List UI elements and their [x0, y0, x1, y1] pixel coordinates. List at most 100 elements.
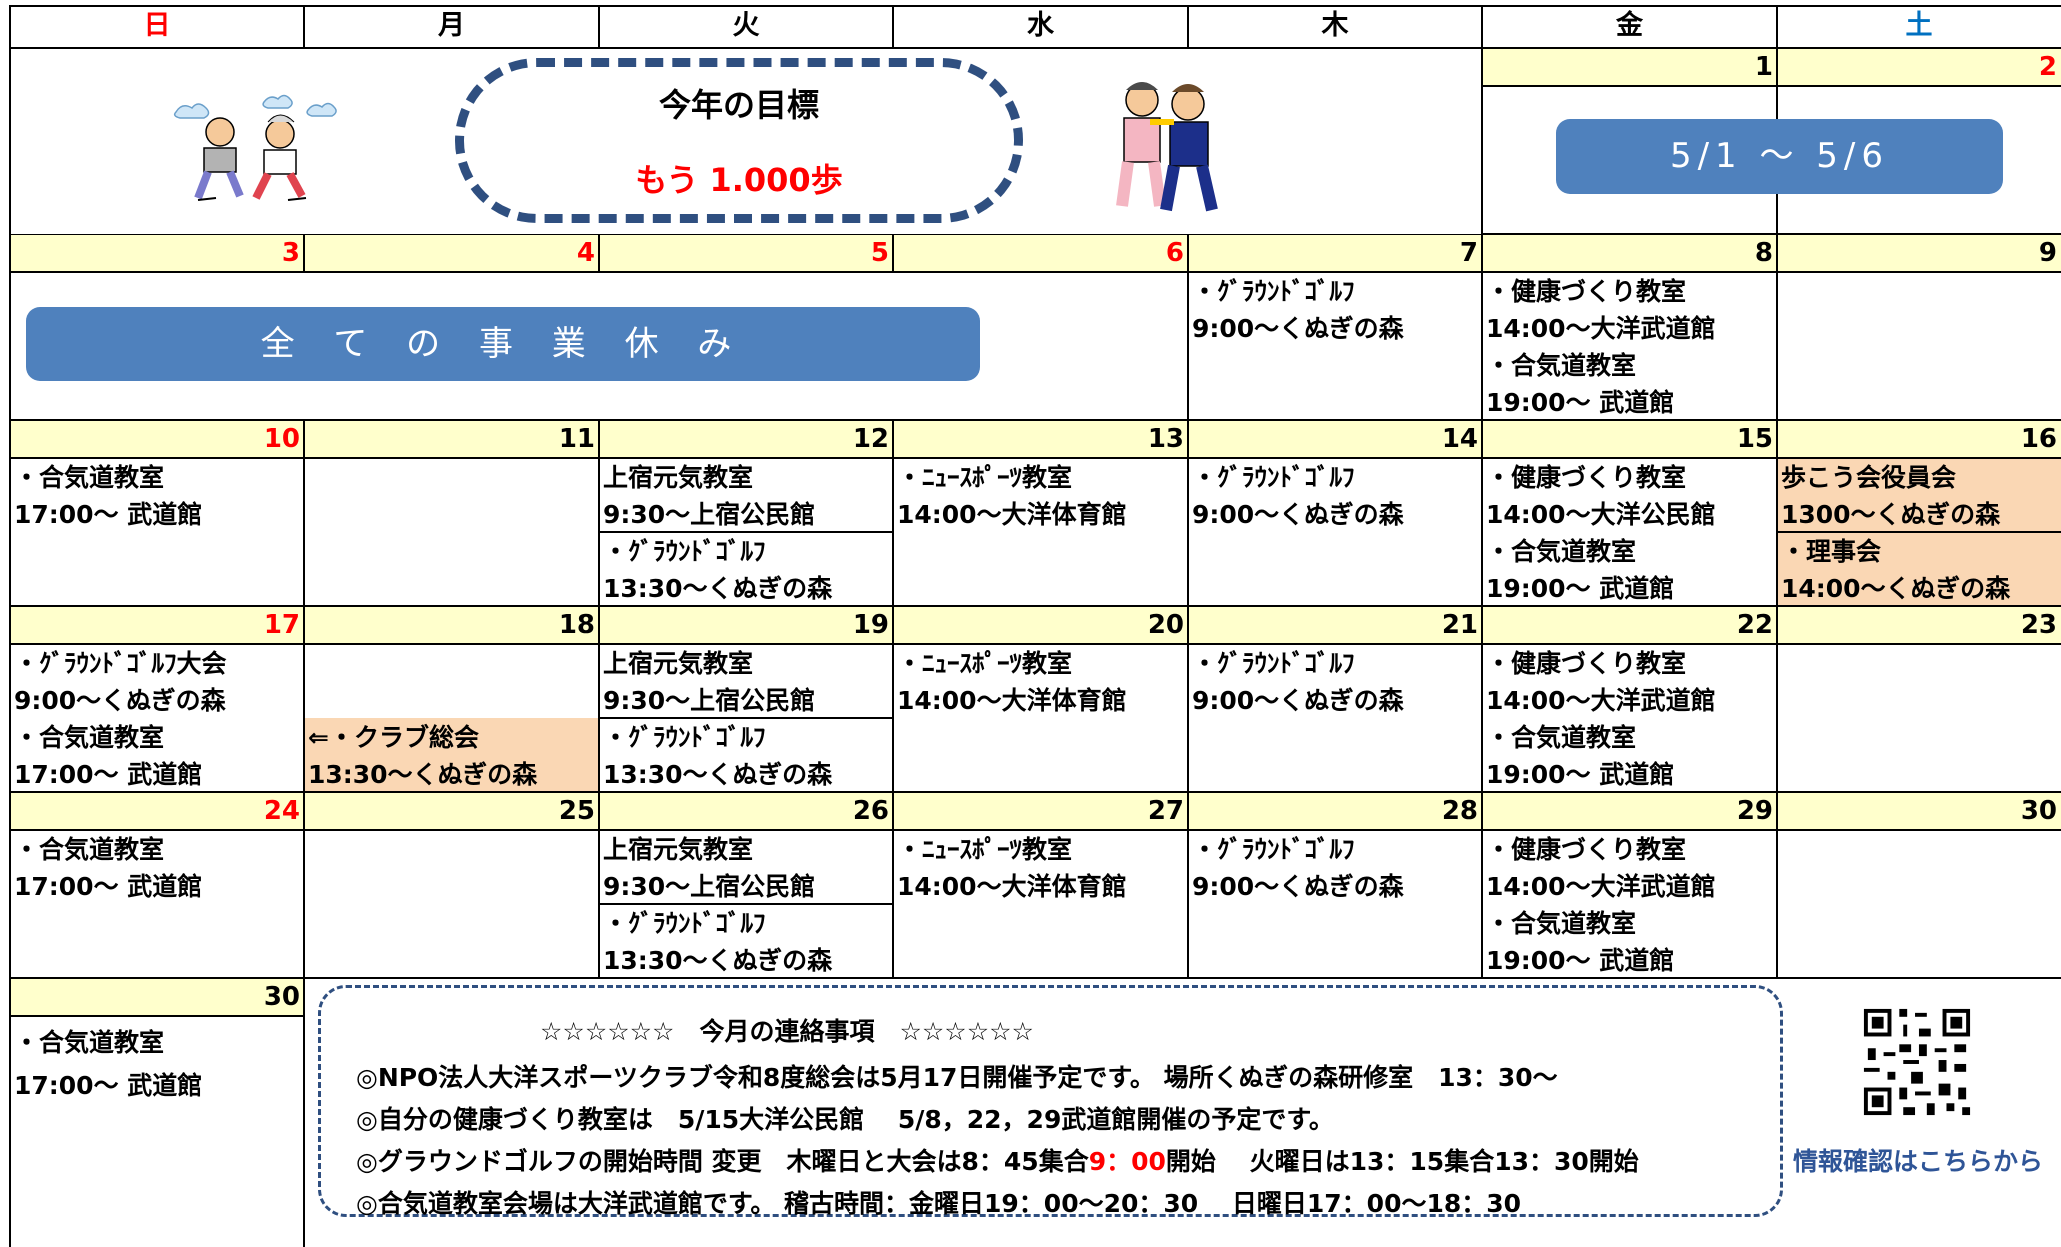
date-number: 6	[1165, 238, 1184, 268]
date-number: 27	[1147, 796, 1184, 826]
grid-line	[303, 606, 305, 792]
event-line: ・ﾆｭｰｽﾎﾟｰﾂ教室	[897, 463, 1073, 492]
qr-caption: 情報確認はこちらから	[1793, 1147, 2044, 1176]
grid-line	[1187, 792, 1189, 978]
notice-line-3-start: ◎グラウンドゴルフの開始時間 変更 木曜日と大会は8：45集合	[356, 1147, 1089, 1176]
date-number: 11	[558, 424, 595, 454]
grid-line	[10, 1015, 304, 1017]
event-line: ・理事会	[1781, 537, 1882, 566]
event-line: ・合気道教室	[1486, 351, 1637, 380]
event-line: ・ｸﾞﾗｳﾝﾄﾞｺﾞﾙﾌ大会	[14, 649, 227, 678]
date-number: 17	[263, 610, 300, 640]
weekday-header: 日	[143, 10, 171, 41]
grid-line	[598, 792, 600, 978]
grid-line	[1776, 606, 1778, 792]
event-line: ・ﾆｭｰｽﾎﾟｰﾂ教室	[897, 649, 1073, 678]
event-line: 9:00～くぬぎの森	[14, 686, 226, 715]
date-number: 2	[2038, 52, 2057, 82]
event-line: 14:00～大洋公民館	[1486, 500, 1716, 529]
event-line: 歩こう会役員会	[1781, 463, 1957, 492]
date-number: 24	[263, 796, 300, 826]
event-line: ・ｸﾞﾗｳﾝﾄﾞｺﾞﾙﾌ	[1192, 835, 1355, 864]
grid-line	[1187, 420, 1189, 606]
yearly-goal-frame	[455, 58, 1023, 223]
date-number: 3	[281, 238, 300, 268]
date-number: 14	[1441, 424, 1478, 454]
event-line: 13:30～くぬぎの森	[603, 946, 833, 975]
event-line: 上宿元気教室	[603, 463, 754, 492]
date-number: 18	[558, 610, 595, 640]
event-line: ・ｸﾞﾗｳﾝﾄﾞｺﾞﾙﾌ	[1192, 463, 1355, 492]
grid-line	[1187, 5, 1189, 48]
event-line: 14:00～大洋武道館	[1486, 686, 1716, 715]
date-number: 4	[576, 238, 595, 268]
event-line: ・ｸﾞﾗｳﾝﾄﾞｺﾞﾙﾌ	[603, 723, 766, 752]
date-number: 30	[2020, 796, 2057, 826]
grid-line	[892, 5, 894, 48]
event-line: ・ﾆｭｰｽﾎﾟｰﾂ教室	[897, 835, 1073, 864]
grid-line	[10, 271, 2061, 273]
date-number: 7	[1459, 238, 1478, 268]
notice-title: ☆☆☆☆☆☆ 今月の連絡事項 ☆☆☆☆☆☆	[540, 1017, 1034, 1046]
grid-line	[1776, 420, 1778, 606]
notice-line-3-time: 9：00	[1088, 1147, 1166, 1176]
event-line: 17:00～ 武道館	[14, 872, 203, 901]
date-row	[10, 606, 2061, 644]
grid-line	[1481, 420, 1483, 606]
qr-code-icon	[1860, 1005, 1974, 1119]
date-row	[10, 234, 2061, 272]
event-line: 上宿元気教室	[603, 649, 754, 678]
grid-line	[1776, 234, 1778, 420]
cell-divider	[599, 531, 893, 533]
grid-line	[10, 457, 2061, 459]
event-line: ・合気道教室	[14, 463, 165, 492]
event-line: 13:30～くぬぎの森	[308, 760, 538, 789]
cell-divider	[599, 903, 893, 905]
walking-couple-illustration	[1116, 82, 1218, 212]
grid-line	[10, 605, 2061, 607]
grid-line	[9, 48, 11, 234]
grid-line	[9, 5, 11, 48]
event-line: 9:00～くぬぎの森	[1192, 314, 1404, 343]
grid-line	[1481, 234, 1483, 420]
goal-title: 今年の目標	[658, 86, 819, 124]
event-line: 13:30～くぬぎの森	[603, 574, 833, 603]
event-line: 14:00～大洋体育館	[897, 872, 1127, 901]
event-line: ・ｸﾞﾗｳﾝﾄﾞｺﾞﾙﾌ	[1192, 277, 1355, 306]
event-line: ・ｸﾞﾗｳﾝﾄﾞｺﾞﾙﾌ	[1192, 649, 1355, 678]
grid-line	[303, 234, 305, 272]
event-line: ・健康づくり教室	[1486, 463, 1687, 492]
date-number: 5	[870, 238, 889, 268]
event-line: 14:00～くぬぎの森	[1781, 574, 2011, 603]
grid-line	[1187, 234, 1189, 420]
weekday-header: 土	[1905, 10, 1933, 41]
grid-line	[10, 643, 2061, 645]
date-number: 23	[2020, 610, 2057, 640]
event-line: ⇐・クラブ総会	[308, 723, 479, 752]
event-line: 19:00～ 武道館	[1486, 760, 1675, 789]
event-line: ・合気道教室	[1486, 537, 1637, 566]
grid-line	[9, 420, 11, 606]
event-line: 9:00～くぬぎの森	[1192, 686, 1404, 715]
event-line: 19:00～ 武道館	[1486, 388, 1675, 417]
weekday-header: 水	[1027, 10, 1054, 41]
grid-line	[1776, 792, 1778, 978]
event-line: 14:00～大洋体育館	[897, 500, 1127, 529]
date-number: 25	[558, 796, 595, 826]
event-line: 19:00～ 武道館	[1486, 574, 1675, 603]
cell-divider	[1777, 531, 2061, 533]
date-number: 28	[1441, 796, 1478, 826]
grid-line	[892, 420, 894, 606]
grid-line	[10, 791, 2061, 793]
grid-line	[10, 419, 2061, 421]
date-number: 29	[1736, 796, 1773, 826]
weekday-header: 木	[1321, 10, 1349, 41]
holiday-banner: 全 て の 事 業 休 み	[26, 307, 980, 381]
grid-line	[9, 978, 11, 1247]
event-line: 上宿元気教室	[603, 835, 754, 864]
date-number: 30	[263, 982, 300, 1012]
event-line: 1300～くぬぎの森	[1781, 500, 2001, 529]
grid-line	[598, 5, 600, 48]
event-line: 9:30～上宿公民館	[603, 872, 816, 901]
grid-line	[10, 829, 2061, 831]
